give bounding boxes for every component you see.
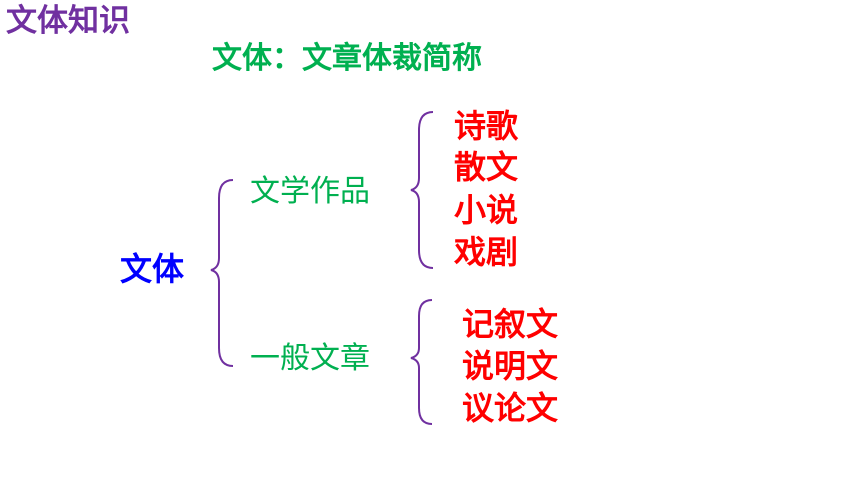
leaf-fiction: 小说 bbox=[454, 191, 519, 229]
definition-text: 文体：文章体裁简称 bbox=[212, 41, 482, 76]
leaf-prose: 散文 bbox=[454, 148, 519, 186]
root-node: 文体 bbox=[120, 250, 185, 288]
branch2-brace bbox=[410, 299, 433, 425]
branch-literary-works: 文学作品 bbox=[250, 174, 370, 209]
leaf-poetry: 诗歌 bbox=[454, 107, 519, 145]
leaf-drama: 戏剧 bbox=[454, 233, 519, 271]
branch1-brace bbox=[410, 111, 434, 269]
leaf-expository: 说明文 bbox=[462, 347, 559, 385]
leaf-narrative: 记叙文 bbox=[462, 305, 559, 343]
root-brace bbox=[210, 179, 234, 367]
page-title: 文体知识 bbox=[6, 3, 130, 39]
leaf-argumentative: 议论文 bbox=[462, 389, 559, 427]
branch-general-articles: 一般文章 bbox=[250, 341, 370, 376]
